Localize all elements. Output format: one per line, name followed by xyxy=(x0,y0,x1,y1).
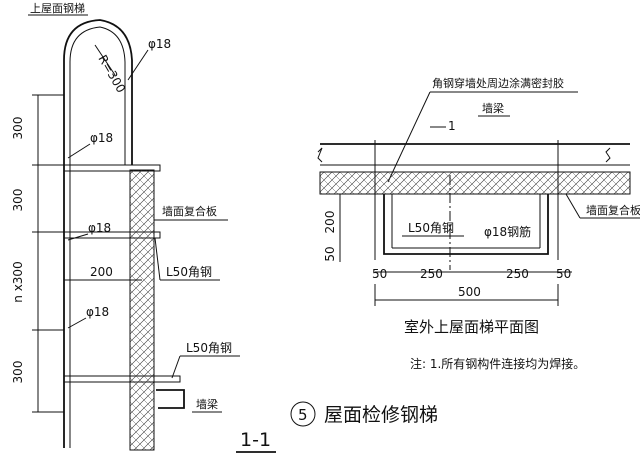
dim-50-left: 50 xyxy=(372,267,387,281)
rebar-label-1: φ18 xyxy=(148,37,171,51)
break-mark-left xyxy=(317,147,323,163)
rebar-label-3: φ18 xyxy=(88,221,111,235)
ladder-rail-outer xyxy=(63,19,133,448)
dim-300-b: 300 xyxy=(11,189,25,212)
angle-label-right: L50角钢 xyxy=(408,221,454,235)
wall-panel-section xyxy=(129,169,155,451)
figure-number: 5 xyxy=(298,406,308,424)
left-section-view: 上屋面钢梯 R=300 φ18 φ18 φ18 φ18 300 xyxy=(11,2,276,453)
figure-title-text: 屋面检修钢梯 xyxy=(324,404,438,426)
rebar-label-2: φ18 xyxy=(90,131,113,145)
dim-50-right: 50 xyxy=(556,267,571,281)
rebar-leader-1 xyxy=(127,49,149,81)
angle-label-left-2: L50角钢 xyxy=(186,341,232,355)
top-ladder-label: 上屋面钢梯 xyxy=(30,2,85,15)
section-mark-right: 1 xyxy=(448,119,456,133)
rebar-leader-2 xyxy=(67,143,91,159)
dim-nx300: n x300 xyxy=(11,261,25,302)
rung-platform-2 xyxy=(63,231,161,239)
rebar-label-right: φ18钢筋 xyxy=(484,224,531,239)
ladder-rail-inner xyxy=(69,26,126,448)
rung-platform-1 xyxy=(63,164,161,172)
wall-panel-label-right: 墙面复合板 xyxy=(586,203,640,217)
ladder-plan-frame xyxy=(383,194,549,255)
dim-500: 500 xyxy=(458,285,481,299)
break-mark-right xyxy=(605,147,611,163)
wall-panel-label-left: 墙面复合板 xyxy=(162,204,217,218)
radius-label: R=300 xyxy=(95,53,128,96)
figure-title: 5 屋面检修钢梯 xyxy=(290,401,438,427)
wall-strip-plan xyxy=(319,171,631,195)
rebar-label-4: φ18 xyxy=(86,305,109,319)
dim-200-right: 200 xyxy=(323,211,337,234)
general-note: 注: 1.所有钢构件连接均为焊接。 xyxy=(410,356,585,371)
dim-300-c: 300 xyxy=(11,361,25,384)
wall-beam-channel xyxy=(156,389,185,409)
plan-title: 室外上屋面梯平面图 xyxy=(404,318,539,336)
angle-leader-left-2 xyxy=(171,355,181,379)
rebar-leader-3 xyxy=(67,233,89,241)
radius-leader xyxy=(94,44,116,76)
wall-panel-leader-right xyxy=(565,193,581,219)
dim-250-left: 250 xyxy=(420,267,443,281)
angle-leader-left-1 xyxy=(154,237,161,281)
beam-label-right: 墙梁 xyxy=(482,101,504,115)
angle-label-left-1: L50角钢 xyxy=(166,265,212,279)
rung-platform-3 xyxy=(63,375,181,383)
figure-number-circle xyxy=(290,401,316,427)
section-label: 1-1 xyxy=(240,429,271,451)
dim-300-a: 300 xyxy=(11,117,25,140)
seal-note: 角钢穿墙处周边涂满密封胶 xyxy=(432,76,564,90)
right-plan-view: 角钢穿墙处周边涂满密封胶 1 墙梁 墙面复合板 200 50 L50角钢 xyxy=(317,76,640,371)
beam-label-left: 墙梁 xyxy=(196,397,218,411)
rebar-leader-4 xyxy=(67,317,87,329)
dim-250-right: 250 xyxy=(506,267,529,281)
dim-50-vertical: 50 xyxy=(323,246,337,261)
seal-note-leader xyxy=(387,91,431,183)
dim-200-left: 200 xyxy=(90,265,113,279)
